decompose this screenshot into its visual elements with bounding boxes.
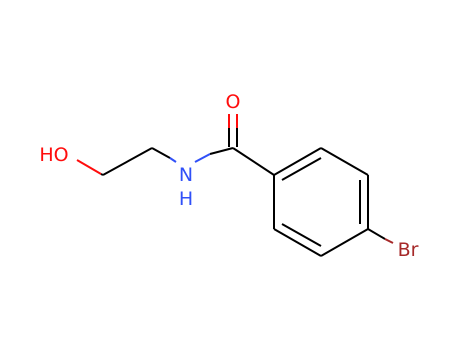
bond-ring-br-b [384,238,394,244]
bond-c3-ring [232,147,275,176]
bonds [76,114,394,257]
ring-bond-2 [320,147,369,176]
ring-bond-4 [320,228,369,257]
atom-labels: O HO N H Br [39,91,418,261]
bond-c2-n-b [169,157,177,163]
bond-ring-br [367,228,386,240]
ring-bond-1-inner [281,157,322,181]
bond-o-c1 [76,159,102,175]
bond-n-c3 [194,153,211,163]
atom-n: N [179,164,193,186]
ring-bond-5-inner [281,223,322,247]
atom-hydroxyl: HO [39,144,68,166]
atom-o-carbonyl: O [226,91,241,113]
ring-bond-1 [273,147,322,176]
bond-o-c1b [100,173,104,176]
ring-bond-5 [273,228,322,257]
bond-c1-c2 [102,147,153,176]
atom-br: Br [398,239,419,261]
bond-c2-n [151,147,171,159]
bond-n-c3-b [209,147,234,155]
atom-nh: H [179,188,193,210]
